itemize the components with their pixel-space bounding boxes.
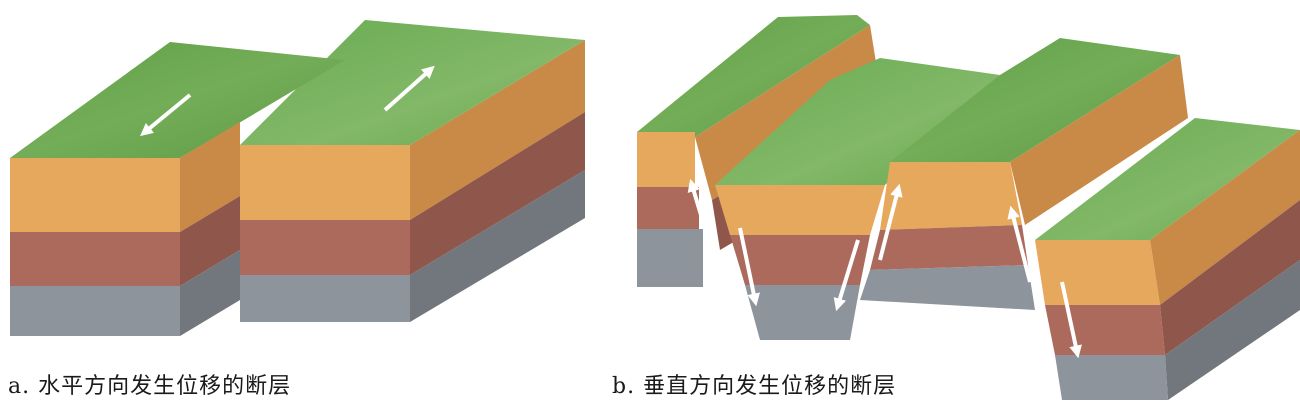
arrow-b3-up-right bbox=[1007, 205, 1032, 283]
arrow-b3-up bbox=[878, 183, 903, 261]
arrow-b2-down-right bbox=[833, 239, 860, 312]
block-a-right-side bbox=[410, 40, 585, 322]
block-b3 bbox=[860, 38, 1188, 310]
arrow-left-block-motion bbox=[140, 93, 192, 137]
panel-a-block-diagram bbox=[10, 20, 585, 336]
caption-vertical-fault: b. 垂直方向发生位移的断层 bbox=[612, 374, 897, 399]
block-b4 bbox=[1035, 118, 1300, 400]
arrow-b4-down bbox=[1060, 281, 1082, 359]
block-a-left-side bbox=[180, 122, 240, 336]
arrow-b2-down-left bbox=[738, 227, 760, 307]
caption-horizontal-fault: a. 水平方向发生位移的断层 bbox=[8, 374, 292, 399]
block-a-right-top bbox=[240, 20, 585, 145]
block-a-left-front bbox=[10, 158, 180, 336]
block-a-right-front bbox=[240, 145, 410, 322]
arrow-right-block-motion bbox=[383, 65, 435, 112]
block-b2 bbox=[715, 58, 1000, 340]
panel-b-block-diagram bbox=[637, 15, 1300, 400]
arrow-b1-up bbox=[687, 178, 715, 256]
block-a-left-top bbox=[10, 42, 345, 158]
